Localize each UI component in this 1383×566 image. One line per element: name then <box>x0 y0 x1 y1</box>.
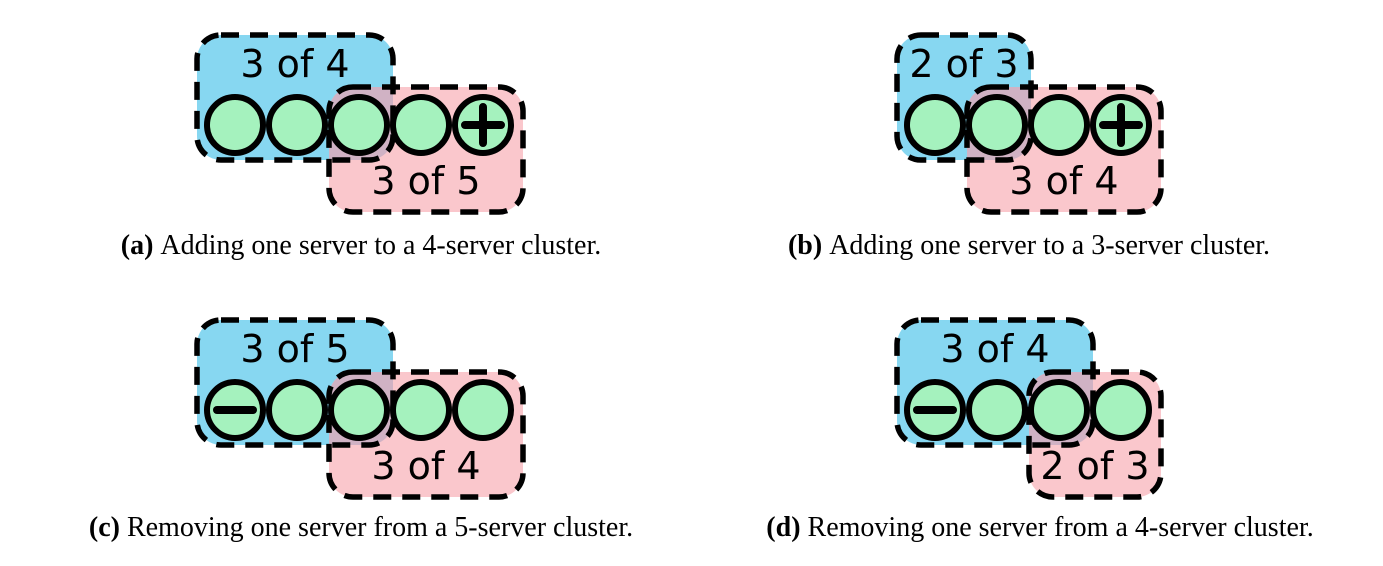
server <box>266 379 328 441</box>
caption-a-tag: (a) <box>120 230 154 261</box>
server <box>1028 379 1090 441</box>
caption-b-tag: (b) <box>787 230 823 261</box>
server <box>1028 94 1090 156</box>
server <box>328 94 390 156</box>
caption-c-tag: (c) <box>88 512 120 543</box>
server <box>266 94 328 156</box>
caption-d-text: Removing one server from a 4-server clus… <box>807 512 1314 543</box>
caption-a-text: Adding one server to a 4-server cluster. <box>160 230 602 261</box>
new-quorum-label: 3 of 4 <box>371 444 480 488</box>
server <box>390 94 452 156</box>
server <box>328 379 390 441</box>
old-quorum-label: 2 of 3 <box>909 42 1018 86</box>
server <box>966 94 1028 156</box>
server <box>390 379 452 441</box>
old-quorum-box <box>894 317 1096 448</box>
server <box>204 94 266 156</box>
plus-icon <box>461 103 505 147</box>
server <box>452 379 514 441</box>
old-quorum-label: 3 of 4 <box>240 42 349 86</box>
new-quorum-box <box>964 84 1164 215</box>
server <box>966 379 1028 441</box>
server <box>1090 379 1152 441</box>
old-quorum-label: 3 of 5 <box>240 327 349 371</box>
caption-a: (a)Adding one server to a 4-server clust… <box>121 229 602 263</box>
new-quorum-label: 3 of 4 <box>1009 159 1118 203</box>
new-quorum-box <box>326 369 526 500</box>
new-quorum-label: 2 of 3 <box>1040 444 1149 488</box>
caption-c: (c)Removing one server from a 5-server c… <box>89 511 633 545</box>
server <box>904 94 966 156</box>
new-quorum-label: 3 of 5 <box>371 159 480 203</box>
panel-c: 3 of 5 3 of 4 <box>194 317 526 500</box>
old-quorum-box <box>194 32 396 163</box>
old-quorum-label: 3 of 4 <box>940 327 1049 371</box>
old-quorum-box <box>894 32 1034 163</box>
caption-b: (b)Adding one server to a 3-server clust… <box>788 229 1270 263</box>
old-quorum-box <box>194 317 396 448</box>
caption-c-text: Removing one server from a 5-server clus… <box>126 512 634 543</box>
caption-b-text: Adding one server to a 3-server cluster. <box>829 230 1271 261</box>
new-quorum-box <box>326 84 526 215</box>
new-quorum-box <box>1026 369 1164 500</box>
panel-d: 3 of 4 2 of 3 <box>894 317 1164 500</box>
caption-d-tag: (d) <box>766 512 801 543</box>
panel-b: 2 of 3 3 of 4 <box>894 32 1164 215</box>
caption-d: (d)Removing one server from a 4-server c… <box>766 511 1313 545</box>
plus-icon <box>1099 103 1143 147</box>
panel-a: 3 of 4 3 of 5 <box>194 32 526 215</box>
